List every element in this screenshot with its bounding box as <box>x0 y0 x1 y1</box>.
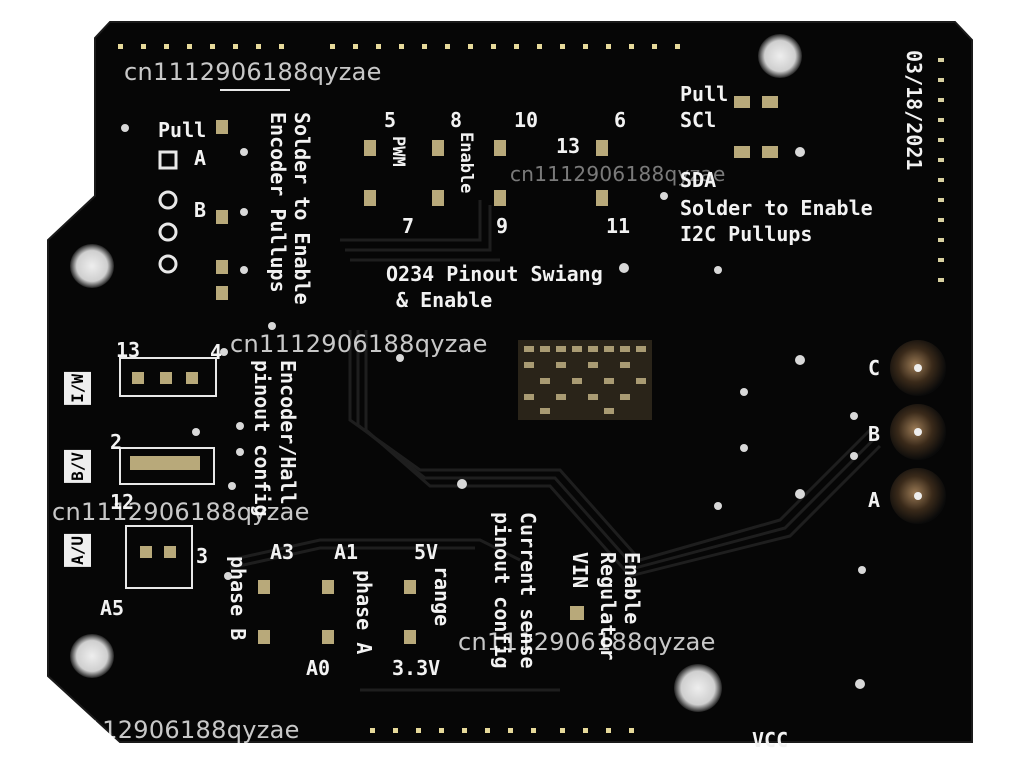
watermark-4: cn1112906188qyzae <box>458 628 716 656</box>
mounting-hole-left-bottom <box>70 634 114 678</box>
watermark-2: cn1112906188qyzae <box>230 330 488 358</box>
enable-label-top: Enable <box>456 132 476 194</box>
pin-13-left-label: 13 <box>116 338 141 362</box>
pin-4-label: 4 <box>210 340 223 364</box>
pin-5-label: 5 <box>384 108 397 132</box>
left-pads <box>158 150 178 274</box>
encoder-hall-label: Encoder/Hall <box>276 360 300 505</box>
pull-label-left: Pull <box>158 118 207 142</box>
watermark-5: cn1112906188qyzae <box>42 716 300 744</box>
a5-label: A5 <box>100 596 125 620</box>
encoder-pinout-config-label: pinout config <box>250 360 274 517</box>
silkscreen-outlines <box>119 89 290 589</box>
encoder-solder-line-1: Solder to Enable <box>290 112 314 305</box>
regulator-label: Regulator <box>596 552 620 661</box>
encoder-solder-line-2: Encoder Pullups <box>266 112 290 293</box>
pin-8-label: 8 <box>450 108 463 132</box>
current-pinout-config-label: pinout config <box>490 512 514 669</box>
watermark-6: cn1112906188qyzae <box>510 162 726 186</box>
bottom-header-pins <box>370 728 634 733</box>
terminal-b-label: B <box>868 422 881 446</box>
pin-2-label: 2 <box>110 430 123 454</box>
phase-a-label: phase A <box>352 570 376 655</box>
iw-label: I/W <box>64 372 91 405</box>
mounting-hole-top-right <box>758 34 802 78</box>
pin-11-label: 11 <box>606 214 631 238</box>
au-label: A/U <box>64 534 91 567</box>
watermark-3: cn1112906188qyzae <box>52 498 310 526</box>
pinout-label-2: & Enable <box>396 288 493 312</box>
a0-label: A0 <box>306 656 331 680</box>
pin-12-label: 12 <box>110 490 135 514</box>
a3-label: A3 <box>270 540 295 564</box>
i2c-solder-line-1: Solder to Enable <box>680 196 873 220</box>
mounting-hole-bottom <box>674 664 722 712</box>
top-header-pins <box>118 44 680 49</box>
pin-6-label: 6 <box>614 108 627 132</box>
a1-label: A1 <box>334 540 359 564</box>
board-date: 03/18/2021 <box>902 50 926 171</box>
scl-label: SCl <box>680 108 717 132</box>
copper-traces <box>229 200 882 692</box>
pin-9-label: 9 <box>496 214 509 238</box>
mounting-hole-left-top <box>70 244 114 288</box>
terminal-c-label: C <box>868 356 881 380</box>
solder-jumpers <box>130 96 778 644</box>
i2c-solder-line-2: I2C Pullups <box>680 222 813 246</box>
right-pin-column <box>938 58 944 282</box>
pin-10-label: 10 <box>514 108 539 132</box>
pinout-label: O234 Pinout Swiang <box>386 262 603 286</box>
pwm-label: PWM <box>388 136 408 167</box>
sda-label: SDA <box>680 168 717 192</box>
vias <box>121 124 866 689</box>
range-label: range <box>430 566 454 627</box>
5v-label: 5V <box>414 540 439 564</box>
driver-ic-texture <box>524 346 646 414</box>
phase-b-label: phase B <box>226 556 250 641</box>
vin-label: VIN <box>568 552 592 589</box>
encoder-a-label: A <box>194 146 207 170</box>
current-sense-label: Current sense <box>516 512 540 669</box>
pin-3-label: 3 <box>196 544 209 568</box>
driver-ic <box>518 340 652 420</box>
vcc-label: VCC <box>752 728 789 752</box>
enable-regulator-label: Enable <box>620 552 644 625</box>
pcb-board <box>47 21 973 743</box>
terminal-a-label: A <box>868 488 881 512</box>
pull-label-top: Pull <box>680 82 729 106</box>
encoder-b-label: B <box>194 198 207 222</box>
pin-7-label: 7 <box>402 214 415 238</box>
watermark-1: cn1112906188qyzae <box>124 58 382 86</box>
bv-label: B/V <box>64 450 91 483</box>
3v3-label: 3.3V <box>392 656 441 680</box>
pin-13-label: 13 <box>556 134 581 158</box>
